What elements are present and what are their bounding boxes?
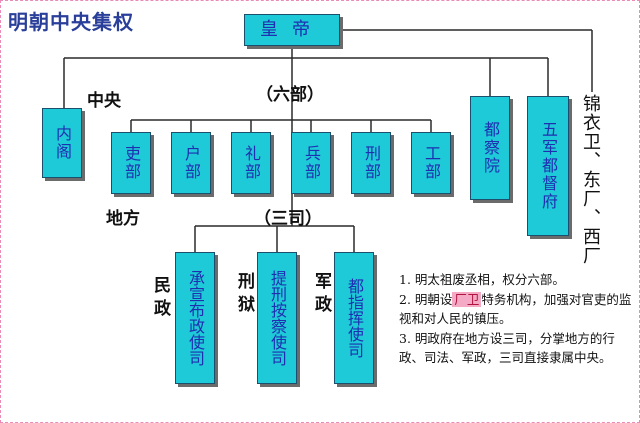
secret-services-label: 锦衣卫、东厂、西厂 xyxy=(580,94,601,265)
diagram-title: 明朝中央集权 xyxy=(8,10,134,34)
xingyu-label: 刑狱 xyxy=(234,272,254,318)
minzheng-label: 民政 xyxy=(150,276,170,322)
li-bu-box: 吏部 xyxy=(111,132,151,194)
note-1: 1. 明太祖废丞相，权分六部。 xyxy=(399,272,565,287)
three-offices-label: （三司） xyxy=(254,209,322,229)
tixing-ancha-shisi-box: 提刑按察使司 xyxy=(257,252,297,384)
bing-bu-box: 兵部 xyxy=(291,132,331,194)
note-2-prefix: 2. 明朝设 xyxy=(399,291,453,307)
hu-bu-box: 户部 xyxy=(171,132,211,194)
xing-bu-box: 刑部 xyxy=(351,132,391,194)
li-bu2-box: 礼部 xyxy=(231,132,271,194)
local-label: 地方 xyxy=(106,209,140,229)
central-label: 中央 xyxy=(87,91,121,111)
six-ministries-label: （六部） xyxy=(256,85,324,105)
emperor-box: 皇帝 xyxy=(244,14,340,46)
explanatory-notes: 1. 明太祖废丞相，权分六部。 2. 明朝设厂卫特务机构，加强对官吏的监视和对人… xyxy=(399,270,635,368)
note-2: 2. 明朝设厂卫特务机构，加强对官吏的监视和对人民的镇压。 xyxy=(399,290,635,329)
chengxuan-buzheng-shisi-box: 承宣布政使司 xyxy=(175,252,215,384)
wujun-dudufu-box: 五军都督府 xyxy=(527,96,569,236)
du-zhihui-shisi-box: 都指挥使司 xyxy=(334,252,374,384)
junzheng-label: 军政 xyxy=(311,272,331,318)
gong-bu-box: 工部 xyxy=(411,132,451,194)
neige-box: 内阁 xyxy=(42,108,82,178)
note-3: 3. 明政府在地方设三司，分掌地方的行政、司法、军政，三司直接隶属中央。 xyxy=(399,330,615,366)
note-2-suffix: 特务机构，加强对官吏的监视和对人民的镇压。 xyxy=(399,291,632,327)
note-2-highlight: 厂卫 xyxy=(452,291,482,307)
ducha-yuan-box: 都察院 xyxy=(470,96,510,200)
